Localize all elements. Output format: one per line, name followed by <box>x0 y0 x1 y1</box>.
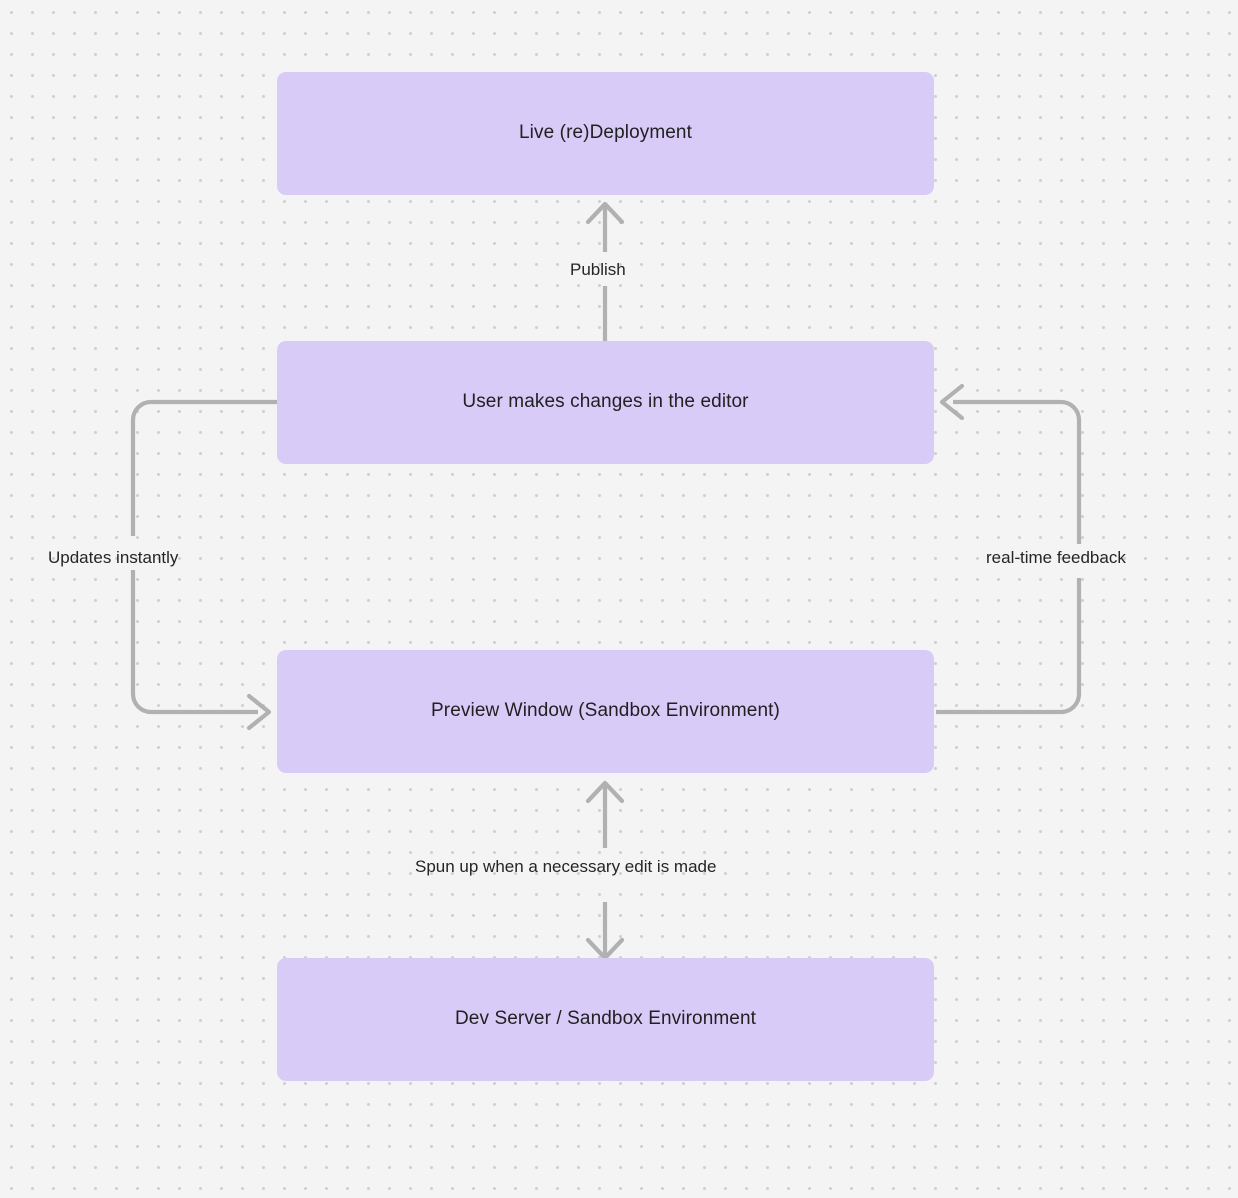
edge-updates-arrowhead <box>249 696 269 728</box>
node-preview-window-label: Preview Window (Sandbox Environment) <box>431 700 780 723</box>
node-live-redeployment[interactable]: Live (re)Deployment <box>277 72 934 195</box>
edge-updates-lower-segment <box>133 570 258 712</box>
edge-publish-arrowhead <box>588 204 622 222</box>
edge-updates-upper-segment <box>133 402 277 536</box>
node-dev-server-label: Dev Server / Sandbox Environment <box>455 1008 756 1031</box>
edge-spun-arrowhead-down <box>588 940 622 958</box>
node-user-makes-changes[interactable]: User makes changes in the editor <box>277 341 934 464</box>
node-preview-window[interactable]: Preview Window (Sandbox Environment) <box>277 650 934 773</box>
node-user-makes-changes-label: User makes changes in the editor <box>462 391 748 414</box>
edge-spun-arrowhead-up <box>588 783 622 801</box>
edge-label-real-time-feedback: real-time feedback <box>986 549 1126 566</box>
edge-realtime-lower-segment <box>936 578 1079 712</box>
node-dev-server[interactable]: Dev Server / Sandbox Environment <box>277 958 934 1081</box>
edge-label-updates-instantly: Updates instantly <box>48 549 178 566</box>
node-live-redeployment-label: Live (re)Deployment <box>519 122 692 145</box>
edge-realtime-arrowhead <box>942 386 962 418</box>
edge-label-publish: Publish <box>570 261 626 278</box>
edge-realtime-upper-segment <box>953 402 1079 544</box>
edge-label-spun-up: Spun up when a necessary edit is made <box>415 858 716 875</box>
